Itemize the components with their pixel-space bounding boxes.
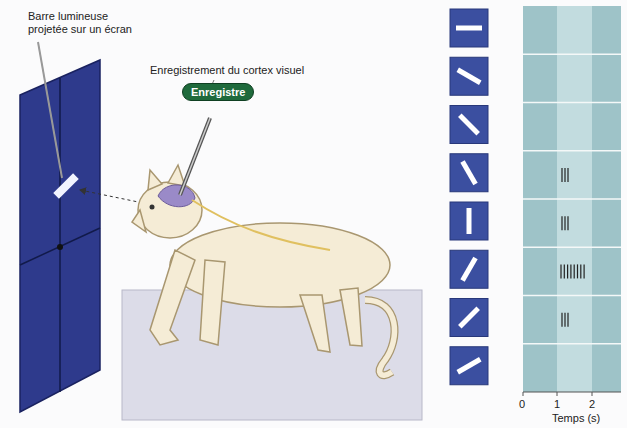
axis-label: 2 xyxy=(589,398,595,411)
spike xyxy=(564,313,565,327)
caption-label: Enregistrement du cortex visuel xyxy=(150,64,350,77)
row-divider xyxy=(523,54,621,56)
row-divider xyxy=(523,295,621,297)
caption-label: Barre lumineuse projetée sur un écran xyxy=(28,10,148,35)
spike xyxy=(564,264,565,278)
stimulus-square xyxy=(450,347,488,385)
spike xyxy=(567,168,568,182)
screen xyxy=(20,60,100,412)
row-divider xyxy=(523,198,621,200)
spike xyxy=(574,264,575,278)
light-bar xyxy=(53,173,78,198)
spike xyxy=(560,264,561,278)
recorder-tag: Enregistre xyxy=(182,83,254,101)
cat xyxy=(132,165,395,375)
row-divider xyxy=(523,102,621,104)
bar-stimulus xyxy=(467,208,472,234)
stimulus-square xyxy=(450,106,488,144)
bar-stimulus xyxy=(460,160,477,185)
axis-label: 0 xyxy=(519,398,525,411)
row-divider xyxy=(523,343,621,345)
bar-stimulus xyxy=(456,68,481,85)
spike xyxy=(564,168,565,182)
spike xyxy=(567,264,568,278)
bar-stimulus xyxy=(458,114,480,136)
bar-stimulus xyxy=(456,357,481,374)
row-divider xyxy=(523,247,621,249)
spike xyxy=(570,264,571,278)
bar-stimulus xyxy=(460,257,477,282)
spike xyxy=(561,216,562,230)
row-divider xyxy=(523,150,621,152)
brain xyxy=(158,185,195,207)
spike xyxy=(564,216,565,230)
spike xyxy=(561,313,562,327)
axis-label: Temps (s) xyxy=(552,412,600,425)
node-text: Enregistre xyxy=(191,86,245,98)
spike xyxy=(567,216,568,230)
stimulus-square xyxy=(450,202,488,240)
stimulus-square xyxy=(450,154,488,192)
bar-stimulus xyxy=(456,26,482,31)
spike xyxy=(580,264,581,278)
spike xyxy=(583,264,584,278)
spike xyxy=(567,313,568,327)
axis-label: 1 xyxy=(554,398,560,411)
stimulus-square xyxy=(450,57,488,95)
stimulus-square xyxy=(450,299,488,337)
stimulus-square xyxy=(450,250,488,288)
stimulus-square xyxy=(450,9,488,47)
bar-stimulus xyxy=(458,307,480,329)
spike xyxy=(577,264,578,278)
spike xyxy=(561,168,562,182)
